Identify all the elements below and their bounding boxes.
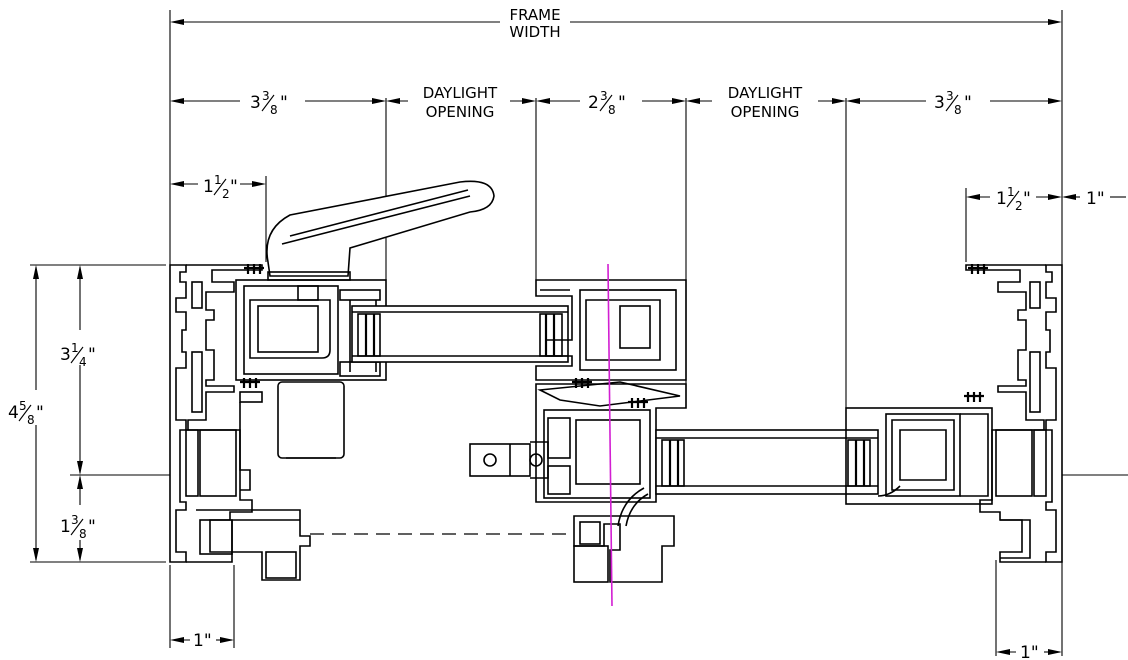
right-sash-unit: " (964, 93, 972, 113)
mid-unit: " (618, 93, 626, 113)
center-upper-sash (535, 279, 687, 388)
center-line (607, 263, 613, 607)
right-frame-profile (965, 264, 1063, 563)
frame-width-label-line1: FRAME (509, 6, 560, 24)
vert-upper-den: 4 (79, 355, 87, 369)
left-frame-whole: 1 (203, 177, 214, 197)
left-frame-den: 2 (222, 187, 230, 201)
left-sash-num: 3 (262, 89, 270, 103)
right-frame-num: 1 (1007, 185, 1015, 199)
vert-lower-whole: 1 (60, 517, 71, 537)
daylight-left-line2: OPENING (426, 103, 495, 121)
vert-upper-unit: " (88, 345, 96, 365)
bottom-right-one-inch: 1" (1020, 643, 1039, 660)
vert-upper-num: 1 (71, 341, 79, 355)
vertical-dimensions: 4 5 8 " 3 1 4 " 1 3 8 " (8, 264, 166, 563)
right-sash (845, 392, 993, 505)
mid-num: 3 (600, 89, 608, 103)
right-frame-unit: " (1023, 189, 1031, 209)
vert-upper-whole: 3 (60, 345, 71, 365)
right-glass-unit (655, 429, 879, 495)
daylight-left-line1: DAYLIGHT (423, 84, 498, 102)
frame-depth-dimensions: 1 1 2 " 1 1 2 " 1" (170, 173, 1126, 262)
vert-lower-num: 3 (71, 513, 79, 527)
right-sash-whole: 3 (934, 93, 945, 113)
left-frame-profile (169, 264, 311, 581)
left-sash-unit: " (280, 93, 288, 113)
left-sash-whole: 3 (250, 93, 261, 113)
mid-den: 8 (608, 103, 616, 117)
left-frame-num: 1 (214, 173, 222, 187)
vert-total-unit: " (36, 403, 44, 423)
right-sash-den: 8 (954, 103, 962, 117)
vert-lower-unit: " (88, 517, 96, 537)
right-frame-whole: 1 (996, 189, 1007, 209)
bottom-left-one-inch: 1" (193, 631, 212, 651)
bottom-dimensions: 1" 1" (169, 560, 1063, 660)
center-lower-sash (469, 381, 687, 583)
vert-total-whole: 4 (8, 403, 19, 423)
left-glass-unit (351, 305, 569, 363)
frame-width-label-line2: WIDTH (509, 23, 560, 41)
daylight-right-line1: DAYLIGHT (728, 84, 803, 102)
vert-lower-den: 8 (79, 527, 87, 541)
frame-width-dimension: FRAME WIDTH (169, 6, 1063, 265)
left-frame-unit: " (230, 177, 238, 197)
right-one-inch: 1" (1086, 189, 1105, 209)
vert-total-num: 5 (19, 399, 27, 413)
right-frame-den: 2 (1015, 199, 1023, 213)
vert-total-den: 8 (27, 413, 35, 427)
right-sash-num: 3 (946, 89, 954, 103)
mid-whole: 2 (588, 93, 599, 113)
second-row-dimensions: 3 3 8 " DAYLIGHT OPENING 2 3 8 " DAYLIGH… (170, 84, 1062, 408)
daylight-right-line2: OPENING (731, 103, 800, 121)
left-sash-den: 8 (270, 103, 278, 117)
